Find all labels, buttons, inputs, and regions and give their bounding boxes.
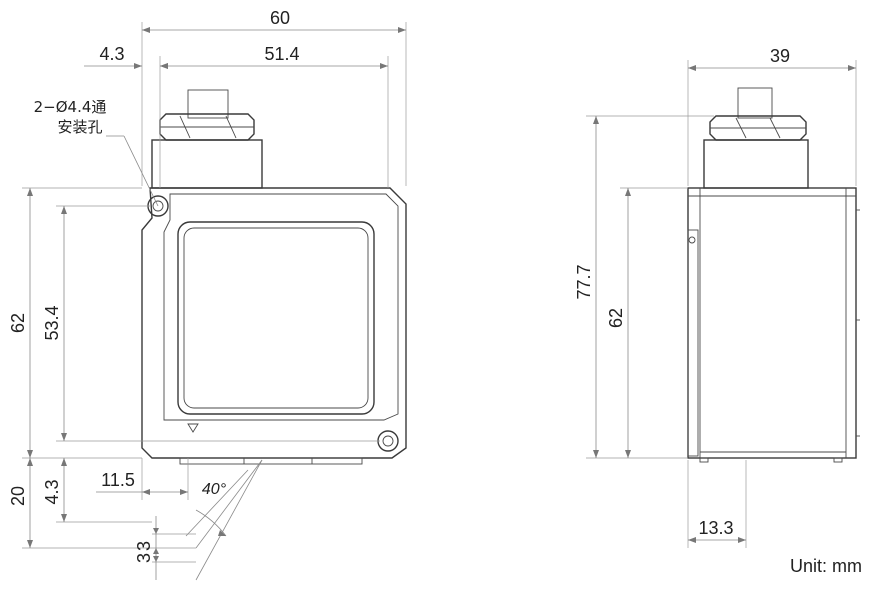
dim-13-3-label: 13.3	[698, 518, 733, 538]
dim-4-3-top-label: 4.3	[99, 44, 124, 64]
dim-77-7-label: 77.7	[574, 264, 594, 299]
side-panel-edge	[687, 229, 699, 457]
dim-3-a-label: 3	[134, 541, 154, 551]
dim-4-3-bottom-label: 4.3	[42, 479, 62, 504]
front-housing	[141, 187, 407, 459]
mounting-hole-bottom-right	[377, 430, 399, 452]
connector-base	[151, 139, 263, 189]
front-bottom-lens	[179, 457, 363, 465]
dim-11-5-label: 11.5	[101, 470, 135, 490]
dim-62-side-label: 62	[606, 308, 626, 328]
hole-note-line1: 2−Ø4.4通	[34, 98, 107, 116]
hole-leader	[123, 135, 159, 207]
dim-3-b-label: 3	[134, 553, 154, 563]
dim-62-front-label: 62	[8, 313, 28, 333]
dim-53-4-label: 53.4	[42, 305, 62, 340]
angle-arc	[195, 509, 227, 537]
hole-note-line2: 安装孔	[57, 118, 102, 136]
dim-51-4-label: 51.4	[264, 44, 299, 64]
dim-angle-label: 40°	[202, 481, 227, 498]
front-window	[177, 221, 375, 415]
front-bevel	[163, 193, 399, 421]
unit-label: Unit: mm	[790, 556, 862, 576]
dim-39-label: 39	[770, 46, 790, 66]
front-view: 60 51.4 4.3 2−Ø4.4通 安装孔 62 53.4 20	[8, 8, 407, 581]
side-connector-base	[703, 139, 809, 189]
side-connector-plug	[737, 87, 773, 119]
beam-edge-1	[195, 459, 263, 549]
dim-60-label: 60	[270, 8, 290, 28]
side-housing	[687, 187, 857, 459]
front-window-inner	[183, 227, 369, 409]
beam-edge-2	[195, 459, 263, 581]
side-view: 39 77.7 62 13.3	[574, 46, 860, 548]
connector-plug	[187, 89, 229, 119]
dim-20-label: 20	[8, 486, 28, 506]
connector-nut	[159, 113, 255, 141]
triangle-marker	[187, 423, 199, 433]
side-connector-nut	[709, 115, 807, 141]
